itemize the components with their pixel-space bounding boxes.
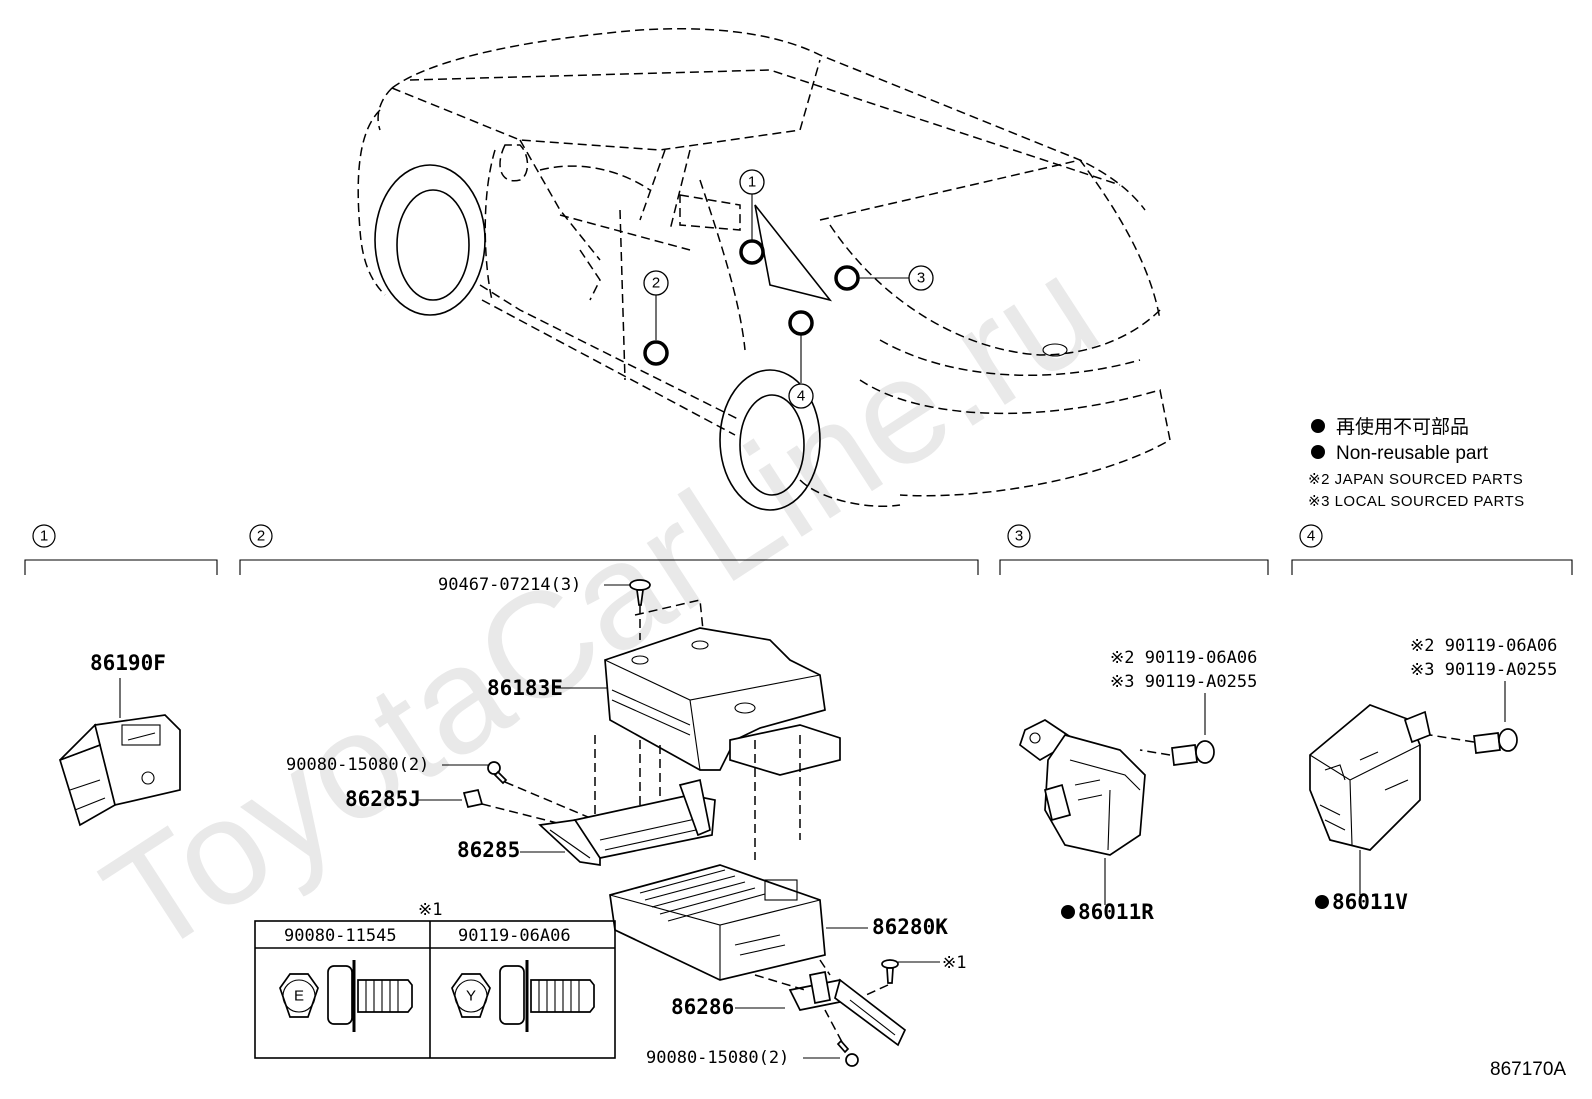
watermark: ToyotaCarLine.ru <box>76 224 1126 987</box>
screw-note: ※1 <box>942 953 966 973</box>
non-reusable-dot-icon <box>1311 419 1325 433</box>
callout-3-label: 3 <box>917 270 925 287</box>
location-marker-4 <box>788 310 814 336</box>
bolt-note-4b: ※3 90119-A0255 <box>1410 660 1557 680</box>
legend-local-sourced: ※3 LOCAL SOURCED PARTS <box>1308 493 1525 510</box>
part-number-86011R: 86011R <box>1078 900 1154 924</box>
bolt-side-icon <box>327 960 413 1032</box>
callout-4-circle <box>788 383 814 409</box>
part-number-86285J: 86285J <box>345 787 421 811</box>
part-number-86280K: 86280K <box>872 915 948 939</box>
bracket-part <box>538 778 716 866</box>
bolt-head-E-icon: E <box>279 973 319 1018</box>
section-3-number: 3 <box>1015 528 1023 545</box>
part-number-86011V: 86011V <box>1332 890 1408 914</box>
part-number-86183E: 86183E <box>487 676 563 700</box>
location-marker-1 <box>739 239 765 265</box>
table-note: ※1 <box>418 900 442 920</box>
bolt-icon <box>1473 728 1518 754</box>
screw-icon <box>881 959 899 984</box>
callout-3-circle <box>908 265 934 291</box>
legend-japan-sourced: ※2 JAPAN SOURCED PARTS <box>1308 471 1523 488</box>
bracket-part <box>788 970 907 1047</box>
callout-2-label: 2 <box>652 275 660 292</box>
bolt-icon <box>487 761 508 785</box>
part-number-86286: 86286 <box>671 995 734 1019</box>
fastener-table: 90080-11545 90119-06A06 E Y <box>254 920 616 1059</box>
bolt-note-4a: ※2 90119-06A06 <box>1410 636 1557 656</box>
section-3: ※2 90119-06A06 ※3 90119-A0255 86011R <box>1018 648 1257 924</box>
section-2: 90467-07214(3) 86183E 90080-15080 <box>254 575 966 1068</box>
legend-jp: 再使用不可部品 <box>1336 416 1469 438</box>
section-1-number: 1 <box>40 528 48 545</box>
sensor-unit <box>1309 704 1431 851</box>
part-number-86190F: 86190F <box>90 651 166 675</box>
callout-1-label: 1 <box>748 174 756 191</box>
non-reusable-dot-icon <box>1311 445 1325 459</box>
section-1: 86190F <box>58 651 181 827</box>
part-number-86285: 86285 <box>457 838 520 862</box>
bolt-note-3a: ※2 90119-06A06 <box>1110 648 1257 668</box>
bolt-head-Y-icon: Y <box>451 973 491 1018</box>
location-marker-3 <box>834 265 860 291</box>
svg-text:Y: Y <box>466 988 476 1005</box>
table-header-90080-11545: 90080-11545 <box>284 926 397 946</box>
bolt-note-3b: ※3 90119-A0255 <box>1110 672 1257 692</box>
computer-unit <box>604 627 841 776</box>
location-marker-2 <box>643 340 669 366</box>
section-4-number: 4 <box>1307 528 1315 545</box>
table-header-90119-06A06: 90119-06A06 <box>458 926 571 946</box>
figure-id: 867170A <box>1490 1059 1566 1080</box>
part-number-90467-07214: 90467-07214(3) <box>438 575 581 595</box>
bolt-icon <box>836 1039 859 1067</box>
sensor-unit <box>1018 719 1146 856</box>
non-reusable-dot-icon <box>1315 895 1329 909</box>
svg-text:E: E <box>294 988 304 1005</box>
bolt-side-icon <box>499 960 595 1032</box>
clip-part <box>462 789 484 808</box>
legend: 再使用不可部品 Non-reusable part ※2 JAPAN SOURC… <box>1308 416 1525 510</box>
car-illustration <box>357 28 1171 511</box>
location-markers: 1 2 3 4 <box>643 169 934 409</box>
section-4: ※2 90119-06A06 ※3 90119-A0255 86011V <box>1309 636 1557 914</box>
bolt-icon <box>629 579 651 606</box>
control-module <box>609 864 826 981</box>
part-number-90080-15080-a: 90080-15080(2) <box>286 755 429 775</box>
section-headers: 1 2 3 4 <box>24 524 1573 575</box>
part-number-90080-15080-b: 90080-15080(2) <box>646 1048 789 1068</box>
callout-4-label: 4 <box>797 388 805 405</box>
switch-part <box>58 714 181 827</box>
legend-en: Non-reusable part <box>1336 443 1489 464</box>
non-reusable-dot-icon <box>1061 905 1075 919</box>
bolt-icon <box>1171 740 1215 766</box>
section-2-number: 2 <box>257 528 265 545</box>
